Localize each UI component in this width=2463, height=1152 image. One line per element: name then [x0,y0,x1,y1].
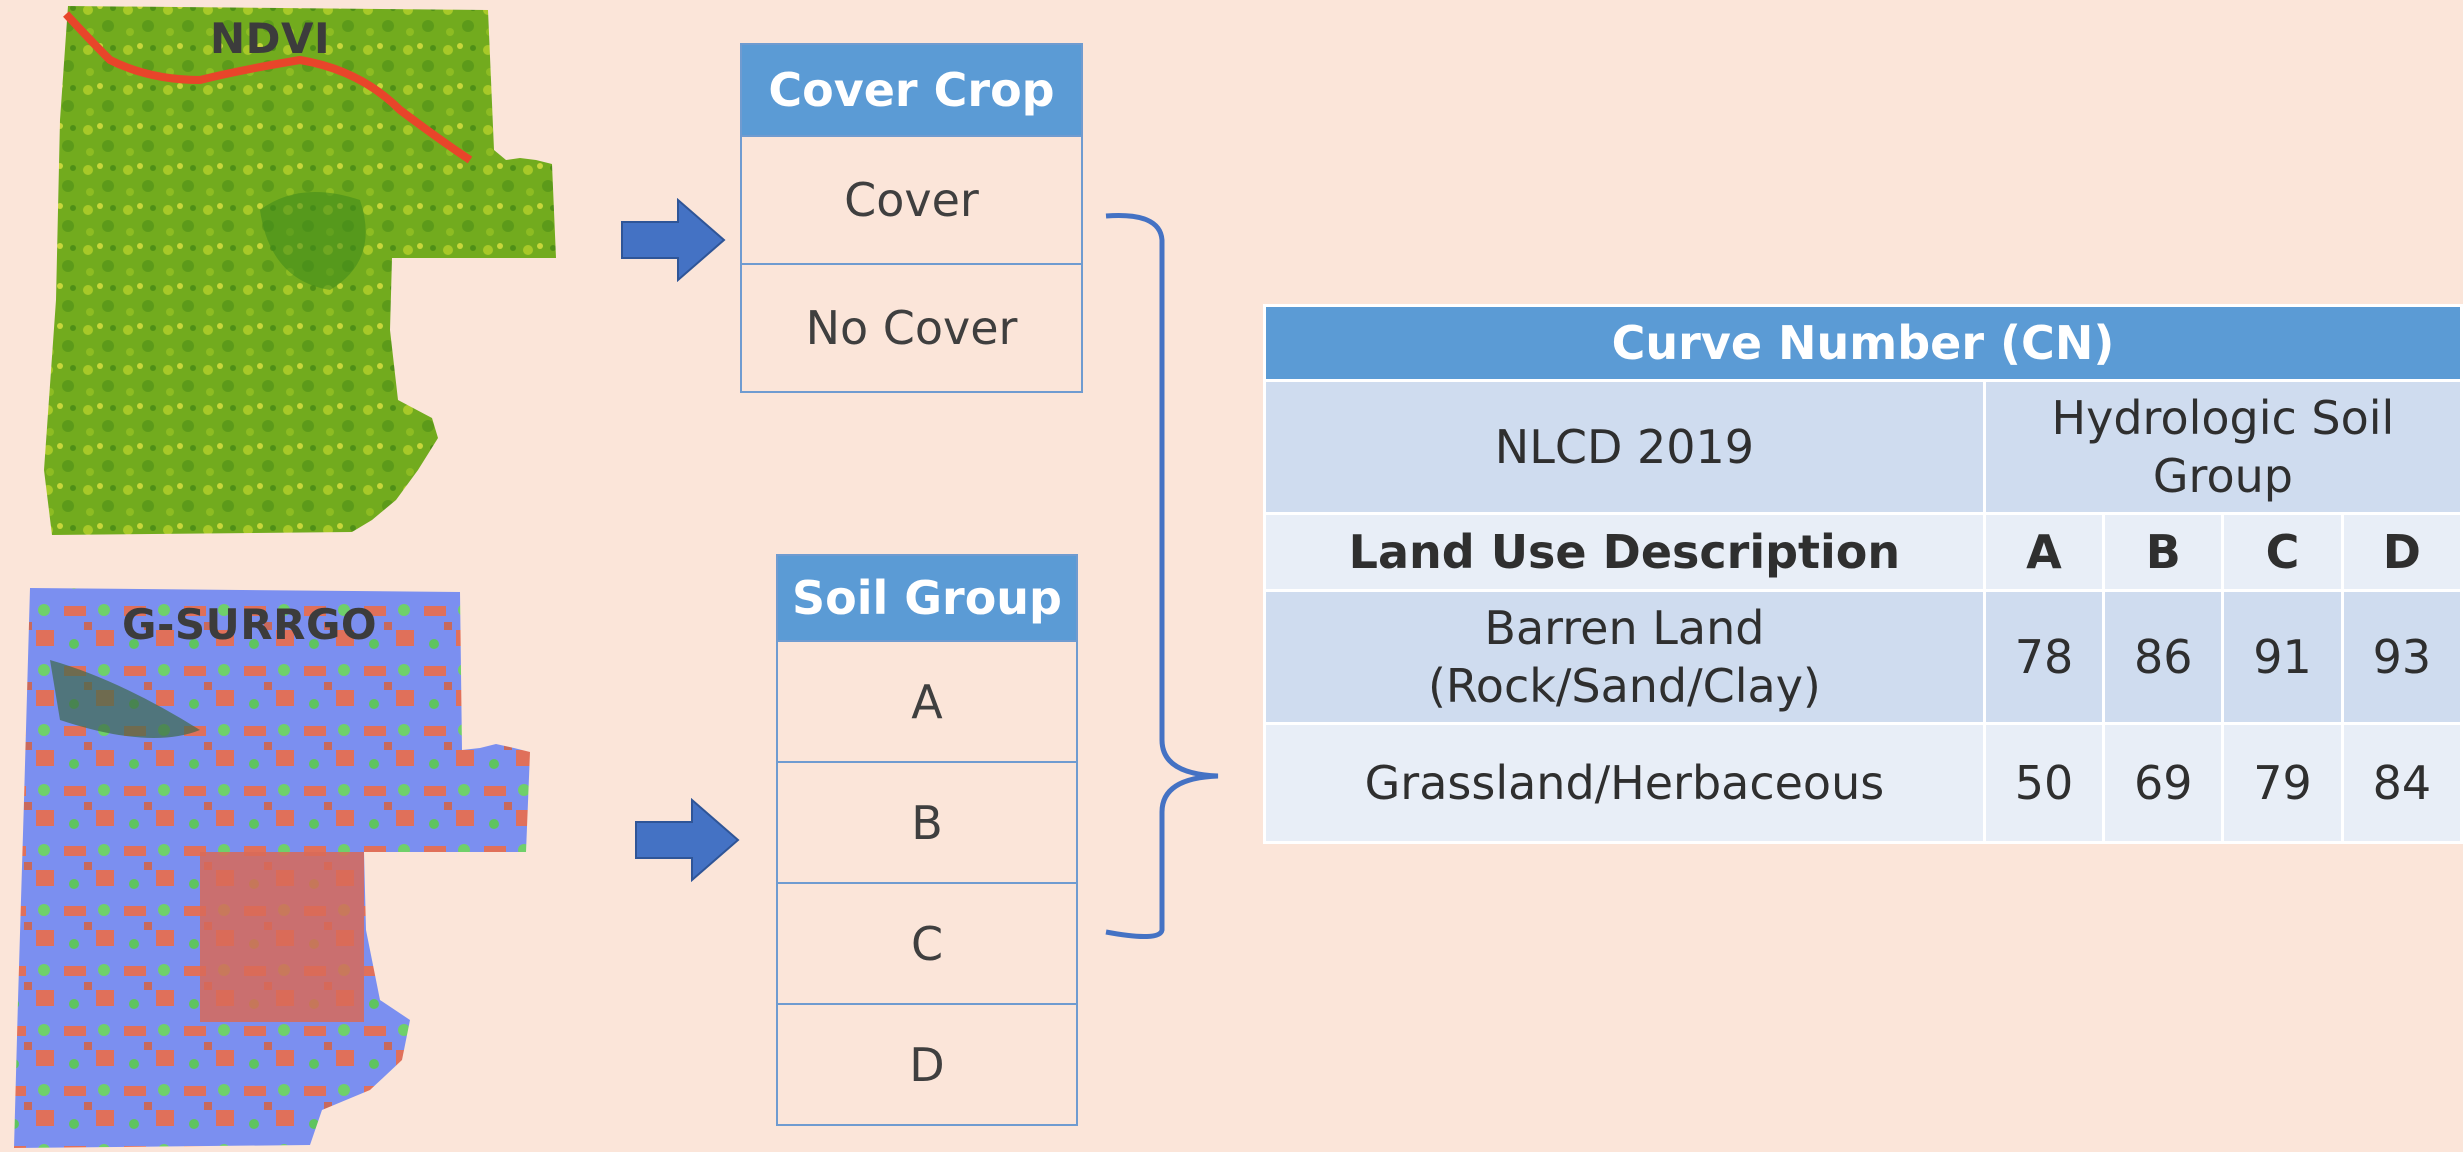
barren-c-value: 91 [2221,589,2344,725]
barren-d-value: 93 [2340,589,2463,725]
soil-group-d: D [776,1003,1078,1126]
soil-group-header: Soil Group [776,554,1078,642]
hsg-label-line2: Group [2152,449,2293,503]
arrow-right-icon [635,798,740,882]
soil-group-b: B [776,761,1078,884]
barren-land-desc: Barren Land (Rock/Sand/Clay) [1263,589,1986,725]
curly-brace [1105,213,1219,939]
group-c-header: C [2221,512,2344,592]
grass-a-value: 50 [1982,722,2106,844]
ndvi-dark-patch [260,192,366,290]
table-row: Grassland/Herbaceous 50 69 79 84 [1263,722,2463,844]
hsg-label-line1: Hydrologic Soil [2051,391,2395,445]
group-b-header: B [2102,512,2225,592]
grass-d-value: 84 [2340,722,2463,844]
soil-group-table: Soil Group A B C D [776,554,1078,1126]
table-row: Barren Land (Rock/Sand/Clay) 78 86 91 93 [1263,589,2463,725]
soil-group-a: A [776,640,1078,763]
cover-crop-table: Cover Crop Cover No Cover [740,43,1083,393]
cn-title: Curve Number (CN) [1263,304,2463,382]
land-use-header: Land Use Description [1263,512,1986,592]
barren-land-line2: (Rock/Sand/Clay) [1427,659,1821,713]
cover-row: Cover [740,135,1083,265]
barren-b-value: 86 [2102,589,2225,725]
surrgo-map-shape [14,588,530,1148]
grass-c-value: 79 [2221,722,2344,844]
ndvi-label: NDVI [210,14,331,63]
ndvi-map-shape [44,6,556,535]
curve-number-table: Curve Number (CN) NLCD 2019 Hydrologic S… [1263,304,2463,844]
no-cover-row: No Cover [740,263,1083,393]
barren-land-line1: Barren Land [1484,601,1765,655]
group-d-header: D [2340,512,2463,592]
surrgo-label: G-SURRGO [122,600,378,649]
nlcd-label: NLCD 2019 [1263,379,1986,515]
group-a-header: A [1982,512,2106,592]
grass-b-value: 69 [2102,722,2225,844]
surrgo-red-block [200,852,364,1022]
grassland-desc: Grassland/Herbaceous [1263,722,1986,844]
cover-crop-header: Cover Crop [740,43,1083,137]
hsg-label: Hydrologic Soil Group [1982,379,2463,515]
surrgo-dark-patch [50,660,200,738]
barren-a-value: 78 [1982,589,2106,725]
arrow-right-icon [621,198,726,282]
soil-group-c: C [776,882,1078,1005]
